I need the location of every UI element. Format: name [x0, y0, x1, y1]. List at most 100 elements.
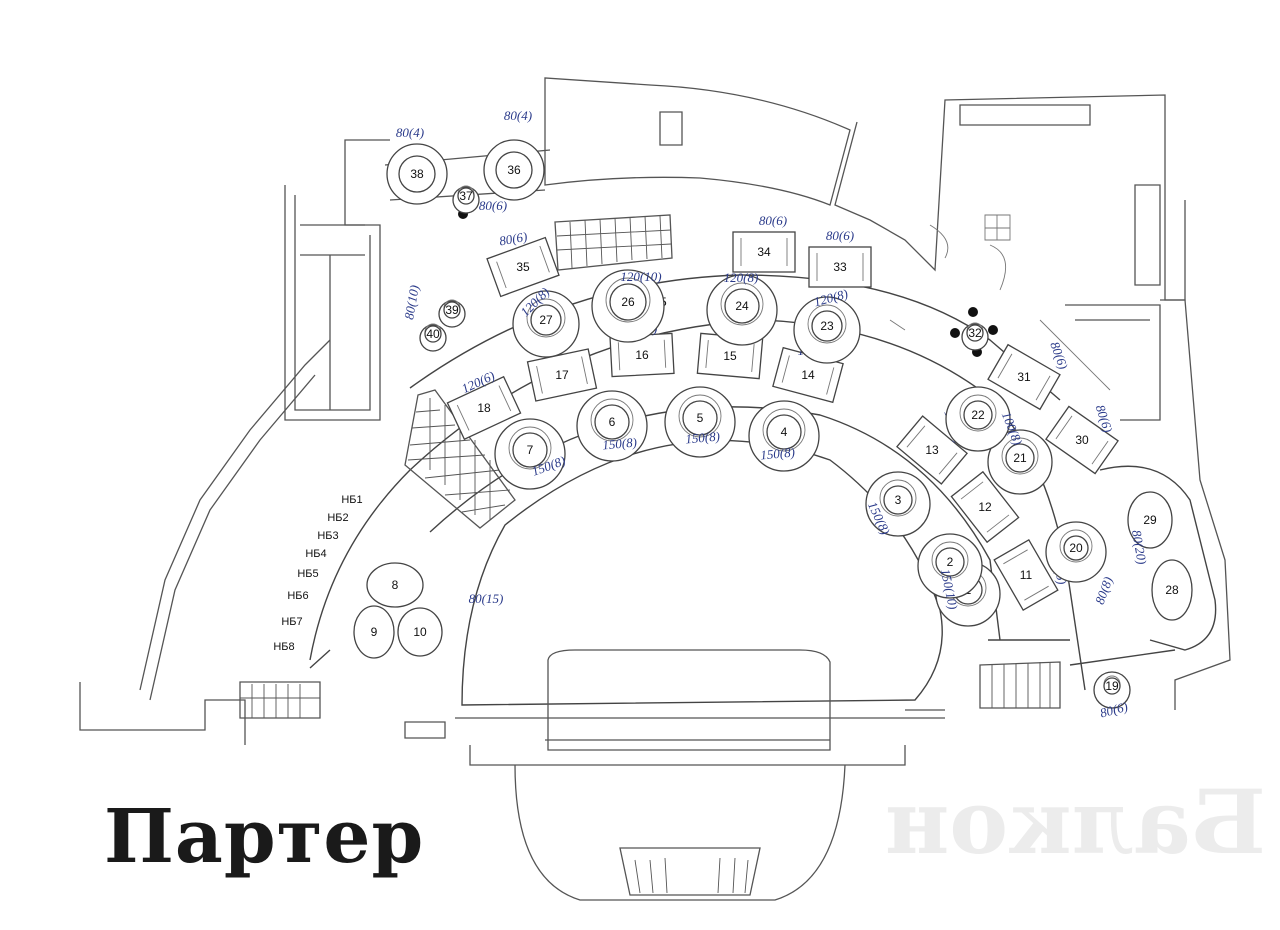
table-number: 2 — [947, 555, 954, 569]
nb-label: НБ8 — [273, 641, 294, 653]
table-number: 31 — [1017, 370, 1031, 384]
table-sofa — [950, 470, 1020, 544]
table-32[interactable]: 32 — [961, 322, 989, 351]
table-number: 22 — [971, 408, 985, 422]
table-number: 14 — [801, 368, 815, 382]
table-seat-lines — [456, 385, 512, 431]
table-number: 16 — [635, 348, 649, 362]
table-number: 30 — [1075, 433, 1089, 447]
table-31[interactable]: 31 80(6) — [987, 340, 1071, 411]
table-seat-lines — [906, 425, 958, 475]
table-number: 6 — [609, 415, 616, 429]
table-top — [766, 414, 802, 450]
table-capacity: 80(6) — [1047, 340, 1071, 372]
table-number: 29 — [1143, 513, 1157, 527]
table-35[interactable]: 35 80(6) — [486, 229, 560, 298]
table-number: 24 — [735, 299, 749, 313]
table-8[interactable]: 8 80(15) — [366, 562, 504, 608]
table-number: 19 — [1105, 679, 1119, 693]
table-sofa — [808, 246, 872, 288]
table-top — [508, 426, 552, 470]
table-top — [1005, 443, 1035, 473]
table-seat-lines — [816, 253, 864, 281]
nb-label: НБ6 — [287, 590, 308, 602]
table-number: 20 — [1069, 541, 1083, 555]
table-40[interactable]: 40 — [419, 323, 447, 352]
table-number: 26 — [621, 295, 635, 309]
table-number: 3 — [895, 493, 902, 507]
table-capacity: 80(4) — [396, 125, 424, 140]
table-38[interactable]: 38 80(4) — [386, 125, 448, 205]
nb-label: НБ7 — [281, 616, 302, 628]
table-number: 17 — [555, 368, 569, 382]
table-number: 18 — [477, 401, 491, 415]
ghost-title: Балкон — [885, 770, 1266, 874]
table-seat-lines — [536, 356, 588, 394]
table-top — [883, 485, 913, 515]
table-top — [959, 394, 997, 432]
table-9[interactable]: 9 — [353, 605, 395, 659]
table-top — [807, 304, 847, 344]
table-number: 28 — [1165, 583, 1179, 597]
table-sofa — [732, 231, 796, 273]
table-number: 4 — [781, 425, 788, 439]
table-top — [762, 408, 806, 452]
table-top — [935, 547, 965, 577]
table-top — [457, 187, 475, 205]
table-capacity: 80(6) — [826, 228, 854, 243]
table-top — [682, 400, 718, 436]
table-top — [1103, 677, 1121, 695]
table-28[interactable]: 28 — [1151, 559, 1193, 621]
table-top — [1063, 535, 1089, 561]
table-capacity: 80(10) — [401, 284, 422, 321]
table-top — [397, 607, 443, 657]
table-top — [966, 324, 984, 342]
stage — [404, 439, 945, 901]
nb-label: НБ1 — [341, 494, 362, 506]
table-37[interactable]: 37 80(6) — [452, 185, 507, 214]
table-top — [811, 310, 843, 342]
table-seat-lines — [496, 245, 550, 289]
stair-blocks — [239, 214, 1061, 894]
marker-dot — [968, 307, 978, 317]
table-seat-lines — [997, 353, 1051, 401]
table-top — [443, 301, 461, 319]
page-title: Партер — [104, 794, 425, 880]
table-capacity: 80(15) — [469, 591, 504, 606]
table-capacity: 80(6) — [498, 229, 528, 249]
table-number: 32 — [968, 326, 982, 340]
table-seat-lines — [617, 339, 667, 371]
table-seat-lines — [1003, 549, 1049, 601]
table-capacity: 80(6) — [479, 198, 507, 213]
table-number: 37 — [459, 189, 473, 203]
table-sofa — [1045, 405, 1119, 475]
table-seat-lines — [740, 238, 788, 266]
table-21[interactable]: 21 — [987, 429, 1053, 495]
table-number: 10 — [413, 625, 427, 639]
table-number: 8 — [392, 578, 399, 592]
table-number: 15 — [723, 349, 737, 363]
table-10[interactable]: 10 — [397, 607, 443, 657]
table-number: 35 — [516, 260, 530, 274]
table-sofa — [486, 236, 560, 298]
table-number: 38 — [410, 167, 424, 181]
